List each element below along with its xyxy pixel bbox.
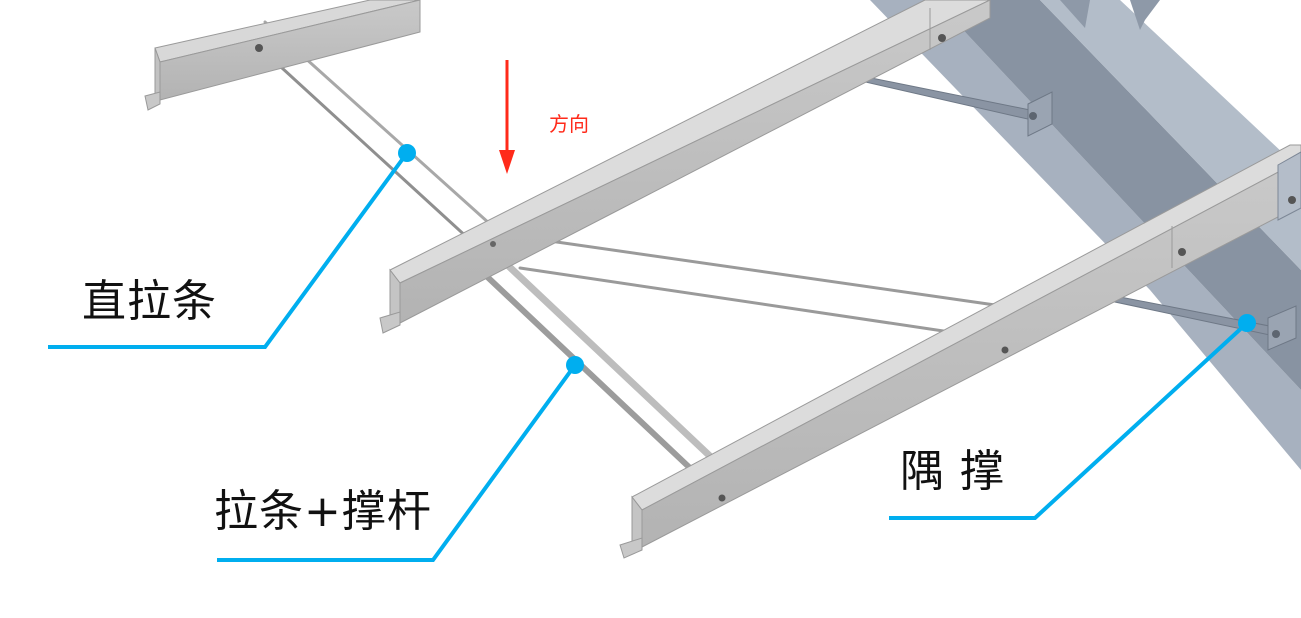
callout-dot-icon xyxy=(1238,314,1256,332)
callout-dot-icon xyxy=(566,356,584,374)
purlin-upper-left xyxy=(144,0,421,111)
label-tie-rod-and-strut: 拉条+撑杆 xyxy=(214,486,432,537)
callout-dot-icon xyxy=(398,144,416,162)
purlin-middle xyxy=(379,0,991,334)
direction-label: 方向 xyxy=(549,112,589,136)
label-straight-tie-rod: 直拉条 xyxy=(82,276,217,327)
callout-knee-brace-leader xyxy=(889,314,1256,520)
callout-tie-rod-and-strut-leader xyxy=(217,356,584,562)
down-arrow-icon xyxy=(499,60,515,174)
label-knee-brace: 隅 撑 xyxy=(900,446,1005,497)
purlin-lower xyxy=(619,144,1301,559)
callout-straight-tie-rod-leader xyxy=(48,144,416,349)
